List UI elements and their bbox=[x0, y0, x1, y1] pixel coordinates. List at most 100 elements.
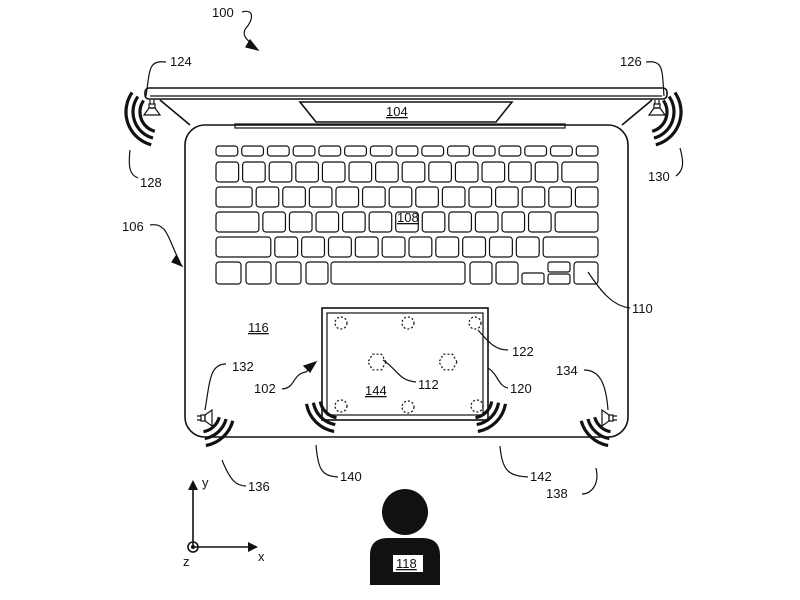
key[interactable] bbox=[395, 145, 419, 157]
key[interactable] bbox=[368, 211, 393, 233]
key[interactable] bbox=[501, 211, 526, 233]
key[interactable] bbox=[275, 261, 302, 285]
key[interactable] bbox=[574, 186, 599, 208]
key[interactable] bbox=[288, 211, 313, 233]
key[interactable] bbox=[305, 261, 329, 285]
key[interactable] bbox=[395, 211, 419, 233]
key[interactable] bbox=[428, 161, 453, 183]
space-bar[interactable] bbox=[330, 261, 466, 285]
label-126: 126 bbox=[620, 54, 642, 69]
key[interactable] bbox=[534, 161, 559, 183]
key[interactable] bbox=[361, 186, 386, 208]
key[interactable] bbox=[315, 211, 340, 233]
laptop-base bbox=[184, 124, 629, 438]
key[interactable] bbox=[282, 186, 306, 208]
arrow-left-key[interactable] bbox=[521, 272, 545, 285]
key[interactable] bbox=[308, 186, 333, 208]
key[interactable] bbox=[554, 211, 599, 233]
key[interactable] bbox=[508, 161, 532, 183]
sound-wave-icon bbox=[475, 401, 508, 434]
key[interactable] bbox=[494, 186, 519, 208]
label-102: 102 bbox=[254, 381, 276, 396]
key[interactable] bbox=[327, 236, 352, 258]
key[interactable] bbox=[215, 261, 242, 285]
key[interactable] bbox=[354, 236, 379, 258]
key[interactable] bbox=[242, 161, 266, 183]
key[interactable] bbox=[215, 161, 240, 183]
key[interactable] bbox=[292, 145, 316, 157]
key[interactable] bbox=[318, 145, 342, 157]
key[interactable] bbox=[472, 145, 496, 157]
key[interactable] bbox=[245, 261, 272, 285]
trackpad[interactable] bbox=[321, 307, 489, 421]
key[interactable] bbox=[344, 145, 367, 157]
label-140: 140 bbox=[340, 469, 362, 484]
sound-wave-icon bbox=[651, 91, 683, 147]
key[interactable] bbox=[495, 261, 519, 285]
key[interactable] bbox=[521, 186, 546, 208]
arrow-up-key[interactable] bbox=[547, 261, 571, 273]
key[interactable] bbox=[321, 161, 346, 183]
sensor-icon bbox=[401, 316, 415, 330]
key[interactable] bbox=[481, 161, 506, 183]
key[interactable] bbox=[575, 145, 599, 157]
sound-wave-icon bbox=[579, 416, 611, 448]
key[interactable] bbox=[435, 236, 460, 258]
user-figure: 118 bbox=[370, 489, 440, 585]
key[interactable] bbox=[215, 186, 253, 208]
key[interactable] bbox=[515, 236, 540, 258]
key[interactable] bbox=[524, 145, 548, 157]
key[interactable] bbox=[447, 145, 470, 157]
speaker-icon bbox=[197, 408, 213, 428]
key[interactable] bbox=[268, 161, 293, 183]
key[interactable] bbox=[215, 145, 239, 157]
key[interactable] bbox=[301, 236, 326, 258]
key[interactable] bbox=[266, 145, 290, 157]
key[interactable] bbox=[369, 145, 393, 157]
sound-wave-icon bbox=[203, 416, 235, 448]
key[interactable] bbox=[469, 261, 493, 285]
key[interactable] bbox=[375, 161, 399, 183]
key[interactable] bbox=[498, 145, 522, 157]
key[interactable] bbox=[421, 211, 446, 233]
leader-lines bbox=[128, 10, 684, 495]
key[interactable] bbox=[441, 186, 466, 208]
key[interactable] bbox=[215, 236, 272, 258]
key[interactable] bbox=[408, 236, 433, 258]
key[interactable] bbox=[348, 161, 373, 183]
key[interactable] bbox=[561, 161, 599, 183]
key[interactable] bbox=[474, 211, 499, 233]
key[interactable] bbox=[421, 145, 445, 157]
key[interactable] bbox=[274, 236, 299, 258]
key[interactable] bbox=[462, 236, 487, 258]
key[interactable] bbox=[255, 186, 280, 208]
key[interactable] bbox=[488, 236, 513, 258]
key[interactable] bbox=[454, 161, 479, 183]
axis-label-y: y bbox=[202, 475, 209, 490]
key[interactable] bbox=[448, 211, 473, 233]
key[interactable] bbox=[401, 161, 426, 183]
key[interactable] bbox=[527, 211, 552, 233]
key[interactable] bbox=[381, 236, 406, 258]
arrow-down-key[interactable] bbox=[547, 273, 571, 285]
sensor-icon bbox=[470, 399, 484, 413]
sensor-icon bbox=[401, 400, 415, 414]
key[interactable] bbox=[415, 186, 439, 208]
key[interactable] bbox=[468, 186, 493, 208]
key[interactable] bbox=[388, 186, 413, 208]
label-132: 132 bbox=[232, 359, 254, 374]
key[interactable] bbox=[295, 161, 320, 183]
label-118: 118 bbox=[396, 556, 417, 571]
key[interactable] bbox=[341, 211, 366, 233]
label-116: 116 bbox=[248, 320, 269, 335]
label-124: 124 bbox=[170, 54, 192, 69]
key[interactable] bbox=[241, 145, 265, 157]
key[interactable] bbox=[549, 145, 573, 157]
key[interactable] bbox=[215, 211, 260, 233]
label-142: 142 bbox=[530, 469, 552, 484]
key[interactable] bbox=[542, 236, 599, 258]
key[interactable] bbox=[262, 211, 287, 233]
key[interactable] bbox=[548, 186, 572, 208]
key[interactable] bbox=[335, 186, 360, 208]
